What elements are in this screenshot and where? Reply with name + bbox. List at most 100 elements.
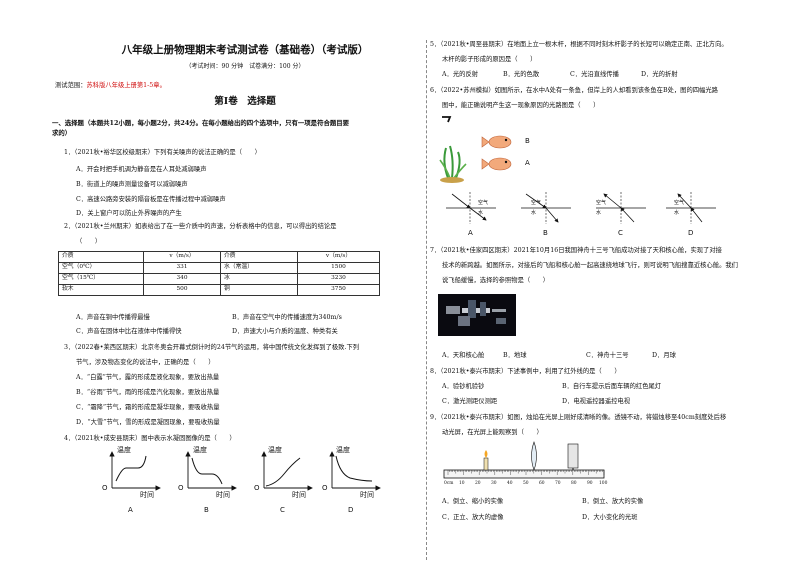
- table-cell: 介质: [220, 251, 298, 263]
- graph-c-ylabel: 温度: [268, 446, 282, 454]
- spacecraft-photo: [438, 294, 516, 336]
- ruler-label: 50: [523, 481, 529, 486]
- ray-d-air-label: 空气: [674, 200, 685, 206]
- q8-stem: 8．（2021秋•泰兴市期末）下述事例中，利用了红外线的是（ ）: [430, 368, 621, 375]
- q6-ray-diagrams: [446, 192, 716, 224]
- table-cell: 水（常温）: [220, 262, 298, 274]
- q2-option-a: A．声音在铜中传播得最慢: [76, 314, 150, 321]
- table-cell: 331: [143, 262, 221, 274]
- q5-option-c: C．光沿直线传播: [570, 71, 619, 78]
- ruler-ticks: [447, 470, 605, 475]
- table-cell: 1500: [297, 262, 380, 274]
- q1-option-b: B．街道上的噪声测量设备可以减弱噪声: [76, 181, 188, 188]
- q2-stem-2: （ ）: [76, 238, 102, 245]
- q1-option-d: D．关上窗户可以防止外界噪声的产生: [76, 210, 182, 217]
- table-cell: v（m/s）: [297, 251, 380, 263]
- q2-option-c: C．声音在固体中比在液体中传播得快: [76, 328, 182, 335]
- q7-stem-1: 7．（2021秋•佳家四区期末）2021年10月16日我国神舟十三号飞船成功对接…: [430, 247, 722, 254]
- graph-c: [261, 451, 313, 491]
- ruler-label: 60: [539, 481, 545, 486]
- q1-option-a: A．开会时把手机调为静音是在人耳处减弱噪声: [76, 166, 207, 173]
- ray-a-water-label: 水: [478, 210, 484, 216]
- table-row: 软木 500 铜 3750: [58, 284, 380, 296]
- q9-option-a: A．倒立、缩小的实像: [442, 498, 504, 505]
- graph-c-origin: O: [254, 484, 260, 492]
- ruler-label: 10: [459, 481, 465, 486]
- graph-a-xlabel: 时间: [140, 491, 154, 499]
- q8-option-b: B．自行车提示后面车辆的红色尾灯: [562, 383, 662, 390]
- table-cell: 空气（0℃）: [58, 262, 144, 274]
- graph-c-xlabel: 时间: [292, 491, 306, 499]
- q6-stem-1: 6．（2022•苏州模拟）如图所示，在水中A处有一条鱼，但岸上的人却看到该条鱼在…: [430, 87, 718, 94]
- table-row: 空气（15℃） 340 冰 3230: [58, 273, 380, 285]
- graph-a-origin: O: [102, 484, 108, 492]
- q3-option-d: D．“大雪”节气，雪的形成是凝固现象，要吸收热量: [76, 419, 220, 426]
- q1-stem: 1．（2021秋•裕华区校级期末）下列有关噪声的说法正确的是（ ）: [64, 149, 261, 156]
- fish-a-icon: [481, 157, 512, 171]
- q8-option-a: A．验钞机验钞: [442, 383, 485, 390]
- graph-d-option: D: [348, 506, 354, 514]
- ruler-label: 20: [475, 481, 481, 486]
- ruler-label: 0cm: [444, 481, 454, 486]
- ray-c-option: C: [618, 229, 623, 237]
- table-cell: 3230: [297, 273, 380, 285]
- q2-stem-1: 2．（2021秋•兰州期末）如表给出了在一些介质中的声速，分析表格中的信息，可以…: [64, 223, 337, 230]
- table-cell: 500: [143, 284, 221, 296]
- fish-b-label: B: [525, 137, 530, 145]
- graph-b: [185, 451, 237, 491]
- optical-bench: [443, 441, 605, 479]
- ruler-label: 100: [599, 481, 608, 486]
- q6-stem-2: 图中，能正确说明产生这一现象原因的光路图是（ ）: [442, 102, 600, 109]
- q7-stem-3: 说飞船缓慢，选择的参照物是（ ）: [442, 277, 550, 284]
- table-header-row: 介质 v（m/s） 介质 v（m/s）: [58, 251, 380, 263]
- screen-icon: [567, 443, 579, 470]
- optical-bench-rail: [443, 469, 605, 479]
- q9-option-c: C．正立、放大的虚像: [442, 514, 504, 521]
- space-station-icon: [446, 300, 506, 326]
- exam-title: 八年级上册物理期末考试测试卷（基础卷）（考试版）: [121, 44, 369, 56]
- q8-option-d: D．电视遥控器遥控电视: [562, 398, 631, 405]
- graph-d-origin: O: [322, 484, 328, 492]
- ruler-label: 80: [571, 481, 577, 486]
- table-cell: 3750: [297, 284, 380, 296]
- ray-b-air-label: 空气: [531, 200, 542, 206]
- q5-option-b: B．光的色散: [503, 71, 540, 78]
- q3-stem-2: 节气，涉及物态变化的说法中，正确的是（ ）: [76, 359, 215, 366]
- graph-b-option: B: [204, 506, 209, 514]
- ray-diagram-b: [521, 192, 571, 224]
- ray-a-option: A: [468, 229, 473, 237]
- graph-a-ylabel: 温度: [117, 446, 131, 454]
- ruler-label: 90: [587, 481, 593, 486]
- q4-graphs: [109, 451, 381, 491]
- q9-option-b: B．倒立、放大的实像: [582, 498, 644, 505]
- eye-icon: [442, 116, 452, 123]
- ray-b-water-label: 水: [531, 210, 537, 216]
- section-heading: 第Ⅰ卷 选择题: [214, 96, 276, 107]
- q1-option-c: C．高速公路旁安装的隔音板是在传播过程中减弱噪声: [76, 196, 226, 203]
- ruler-labels: 0cm 10 20 30 40 50 60 70 80 90 100: [444, 481, 609, 489]
- graph-b-ylabel: 温度: [193, 446, 207, 454]
- table-cell: 340: [143, 273, 221, 285]
- exam-subtitle: （考试时间：90 分钟 试卷满分：100 分）: [185, 63, 305, 70]
- graph-a-option: A: [128, 506, 133, 514]
- table-cell: v（m/s）: [143, 251, 221, 263]
- water-weed-icon: [439, 145, 467, 183]
- graph-b-origin: O: [178, 484, 184, 492]
- section-instruction: 一、选择题（本题共12小题，每小题2分，共24分。在每小题给出的四个选项中，只有…: [52, 118, 417, 139]
- q3-option-a: A．“白露”节气，露的形成是液化现象，要放出热量: [76, 374, 220, 381]
- table-cell: 介质: [58, 251, 144, 263]
- q3-stem-1: 3．（2022春•莱西区期末）北京冬奥会开幕式倒计时的24节气的运用，将中国传统…: [64, 344, 360, 351]
- q7-option-d: D．月球: [652, 352, 676, 359]
- q4-stem: 4．（2021秋•成安县期末）图中表示水凝固图像的是（ ）: [64, 435, 236, 442]
- q7-option-b: B．地球: [503, 352, 527, 359]
- candle-icon: [483, 450, 489, 471]
- ray-d-water-label: 水: [674, 210, 680, 216]
- ruler-label: 30: [491, 481, 497, 486]
- q3-option-c: C．“霜降”节气，霜的形成是凝华现象，要吸收热量: [76, 404, 220, 411]
- table-row: 空气（0℃） 331 水（常温） 1500: [58, 262, 380, 274]
- ray-diagram-d: [666, 192, 716, 224]
- graph-c-option: C: [280, 506, 285, 514]
- table-cell: 空气（15℃）: [58, 273, 144, 285]
- convex-lens-icon: [531, 441, 537, 471]
- ruler-label: 70: [555, 481, 561, 486]
